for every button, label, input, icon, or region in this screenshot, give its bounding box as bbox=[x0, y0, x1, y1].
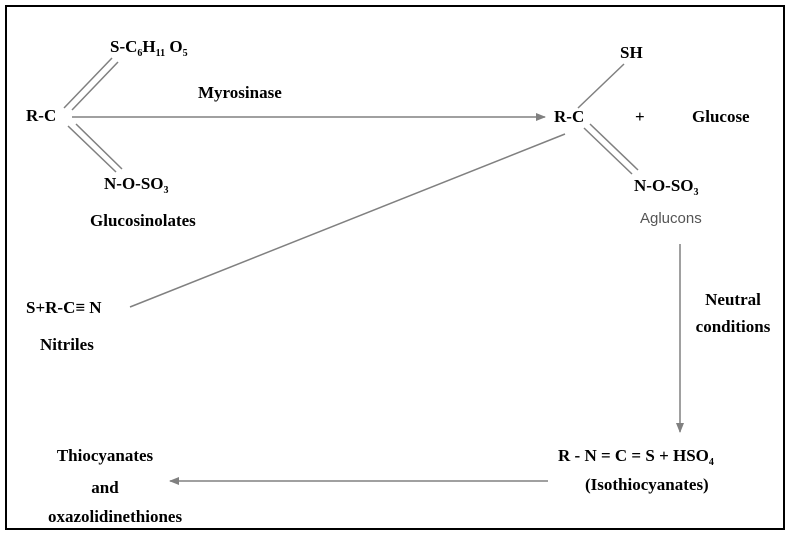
plus-sign: + bbox=[635, 107, 645, 126]
neutral-conditions-line1: Neutral bbox=[705, 290, 761, 309]
glucosinolate-sulfate-group: N-O-SO3 bbox=[104, 174, 169, 196]
glucosinolate-sugar-substituent: S-C6H11 O5 bbox=[110, 37, 188, 59]
aglucon-sh-bond bbox=[577, 63, 625, 109]
aglucon-sh: SH bbox=[620, 43, 643, 62]
isothiocyanate-formula: R - N = C = S + HSO4 bbox=[558, 446, 714, 468]
glucosinolate-bond-upper-b bbox=[71, 61, 119, 111]
glucosinolate-bond-lower-a bbox=[67, 125, 117, 173]
glucosinolate-bond-upper-a bbox=[63, 57, 113, 109]
glucosinolate-rc: R-C bbox=[26, 106, 57, 125]
aglucon-bond-lower-a bbox=[583, 127, 633, 175]
glucosinolates-label: Glucosinolates bbox=[90, 211, 196, 230]
aglucons-label: Aglucons bbox=[640, 210, 702, 227]
thiocyanates-line3: oxazolidinethiones bbox=[47, 507, 183, 526]
thiocyanates-line1: Thiocyanates bbox=[56, 446, 154, 465]
aglucon-bond-lower-b bbox=[589, 123, 639, 171]
diagram-border bbox=[5, 5, 785, 530]
glucose-label: Glucose bbox=[692, 107, 750, 126]
nitriles-label: Nitriles bbox=[40, 335, 94, 354]
myrosinase-label: Myrosinase bbox=[198, 83, 282, 102]
nitrile-pathway-line bbox=[129, 133, 566, 308]
thiocyanates-line2: and bbox=[91, 478, 119, 497]
neutral-conditions-line2: conditions bbox=[695, 317, 771, 336]
aglucon-sulfate-group: N-O-SO3 bbox=[634, 176, 699, 198]
aglucon-rc: R-C bbox=[554, 107, 585, 126]
nitrile-formula: S+R-C≡ N bbox=[26, 298, 102, 317]
isothiocyanates-label: (Isothiocyanates) bbox=[585, 475, 709, 494]
glucosinolate-bond-lower-b bbox=[75, 123, 123, 170]
